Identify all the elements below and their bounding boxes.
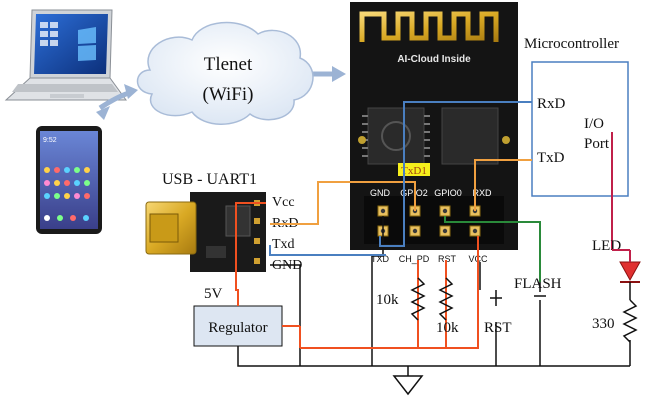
pin-label-rxd: RXD	[472, 188, 492, 198]
5v-wire	[235, 202, 266, 306]
usb-uart-pin-txd: Txd	[272, 237, 295, 252]
serial-blue-wires	[269, 101, 532, 256]
microcontroller-title: Microcontroller	[524, 36, 619, 52]
usb-uart-board	[145, 192, 266, 272]
esp01-module: AI-Cloud Inside GND GPIO2 GPIO0 RXD	[350, 2, 518, 250]
flash-switch	[534, 282, 546, 312]
resistor-10k-a-label: 10k	[376, 292, 399, 308]
pin-label-gpio0: GPIO0	[434, 188, 462, 198]
resistor-10k-b	[438, 277, 454, 321]
rst-switch	[479, 262, 502, 346]
ground-wires	[237, 216, 631, 376]
resistor-10k-a	[410, 277, 426, 321]
led-label: LED	[592, 238, 621, 254]
resistor-330-label: 330	[592, 316, 615, 332]
mcu-txd-label: TxD	[537, 150, 565, 166]
resistor-10k-b-label: 10k	[436, 320, 459, 336]
flash-label: FLASH	[514, 276, 562, 292]
resistor-330	[622, 299, 638, 343]
pin-label-chpd: CH_PD	[399, 254, 430, 264]
vcc-wire	[282, 236, 479, 349]
smartphone-image: 9:52	[36, 126, 102, 234]
cloud-subtitle: (WiFi)	[203, 84, 254, 105]
gpio0-green-wire	[444, 216, 541, 282]
usb-uart-pin-vcc: Vcc	[272, 195, 295, 210]
cloud-title: Tlenet	[204, 54, 253, 75]
rst-label: RST	[484, 320, 512, 336]
regulator-label: Regulator	[208, 320, 267, 336]
pin-label-gnd: GND	[370, 188, 391, 198]
mcu-rxd-label: RxD	[537, 96, 566, 112]
pin-label-txd: TXD	[371, 254, 390, 264]
txd1-tag-label: TxD1	[401, 165, 427, 177]
txd1-tag	[398, 163, 430, 176]
svg-text:9:52: 9:52	[43, 137, 57, 144]
usb-uart-title: USB - UART1	[162, 171, 257, 188]
module-brand: AI-Cloud Inside	[397, 54, 471, 65]
laptop-cloud-arrow	[96, 84, 138, 120]
supply-5v-label: 5V	[204, 286, 223, 302]
led-symbol	[619, 261, 641, 282]
pcb-antenna	[359, 11, 499, 42]
pin-label-rst: RST	[438, 254, 457, 264]
ground-symbol	[392, 375, 424, 396]
laptop-image	[4, 9, 127, 101]
microcontroller-box	[531, 61, 629, 197]
serial-orange-wires	[270, 159, 532, 225]
wifi-cloud: Tlenet (WiFi)	[136, 21, 314, 125]
